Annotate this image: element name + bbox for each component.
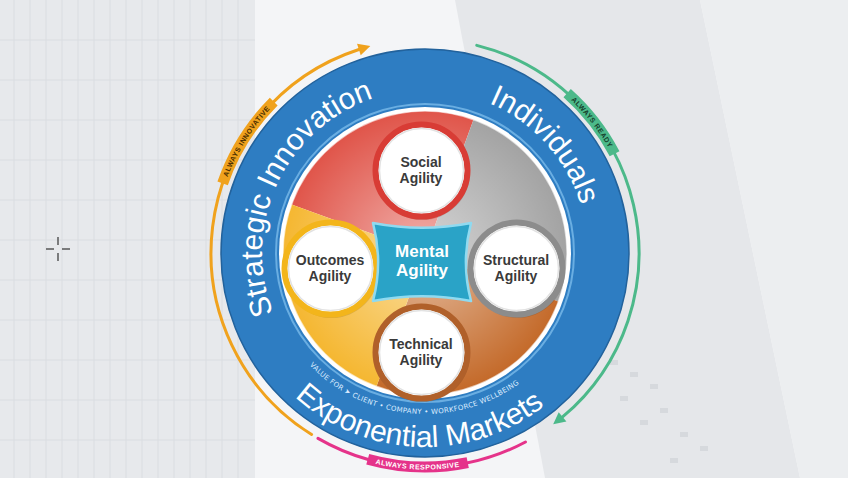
band-label: ALWAYS RESPONSIVE: [375, 458, 460, 471]
agility-circle: Outcomes Agility: [281, 219, 380, 318]
agility-circle: Structural Agility: [467, 219, 566, 318]
circle-label: Technical Agility: [383, 336, 459, 368]
center-star: Mental Agility: [371, 221, 473, 303]
band-label: ALWAYS READY: [570, 96, 614, 149]
circle-label: Outcomes Agility: [292, 252, 368, 284]
segment-title: Individuals: [486, 78, 606, 207]
agility-circle: Technical Agility: [372, 303, 471, 402]
circle-label: Structural Agility: [478, 252, 554, 284]
agility-circle: Social Agility: [372, 121, 471, 220]
circle-label: Social Agility: [383, 154, 459, 186]
band-label: ALWAYS INNOVATIVE: [222, 105, 271, 178]
center-label: Mental Agility: [382, 243, 462, 280]
outer-ring: Strategic InnovationIndividualsExponenti…: [220, 48, 630, 458]
segment-title: Strategic Innovation: [235, 73, 376, 322]
cursor-crosshair: [46, 237, 70, 261]
